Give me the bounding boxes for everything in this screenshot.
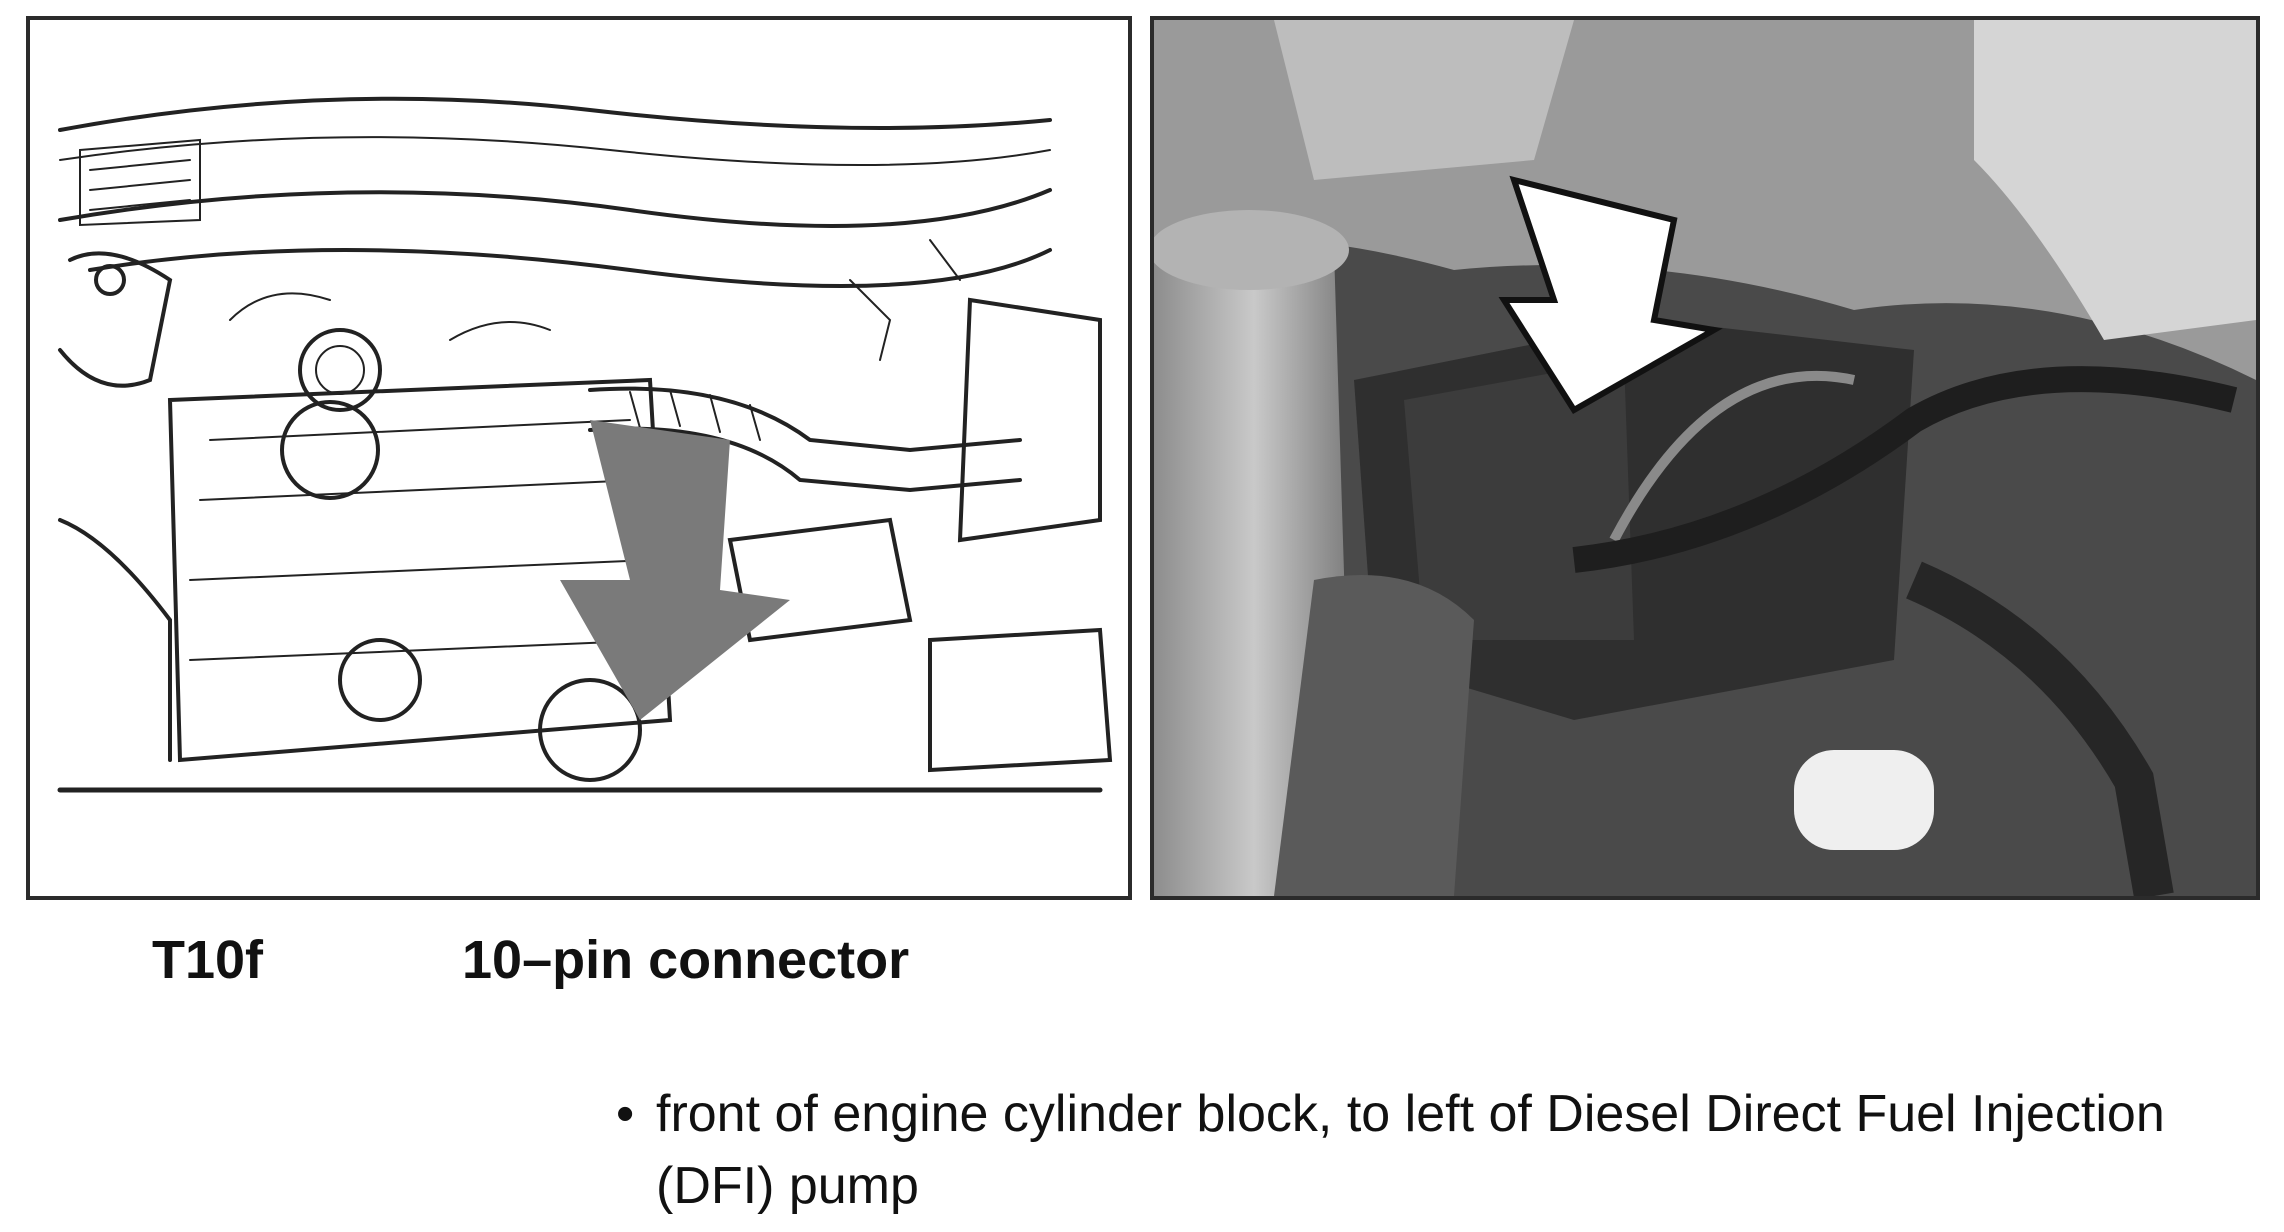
engine-photo-panel (1150, 16, 2260, 900)
engine-connector-photo (1154, 20, 2256, 896)
location-list: • front of engine cylinder block, to lef… (616, 1078, 2216, 1222)
bullet-icon: • (616, 1085, 635, 1143)
engine-bay-diagram (57, 96, 1113, 793)
photo-location-arrow (1498, 175, 1723, 415)
location-text: front of engine cylinder block, to left … (656, 1085, 2165, 1215)
component-code: T10f (152, 930, 264, 990)
location-item: • front of engine cylinder block, to lef… (616, 1078, 2216, 1222)
diagram-location-arrow (560, 420, 790, 720)
component-name: 10–pin connector (462, 930, 910, 990)
engine-diagram-panel (26, 16, 1132, 900)
